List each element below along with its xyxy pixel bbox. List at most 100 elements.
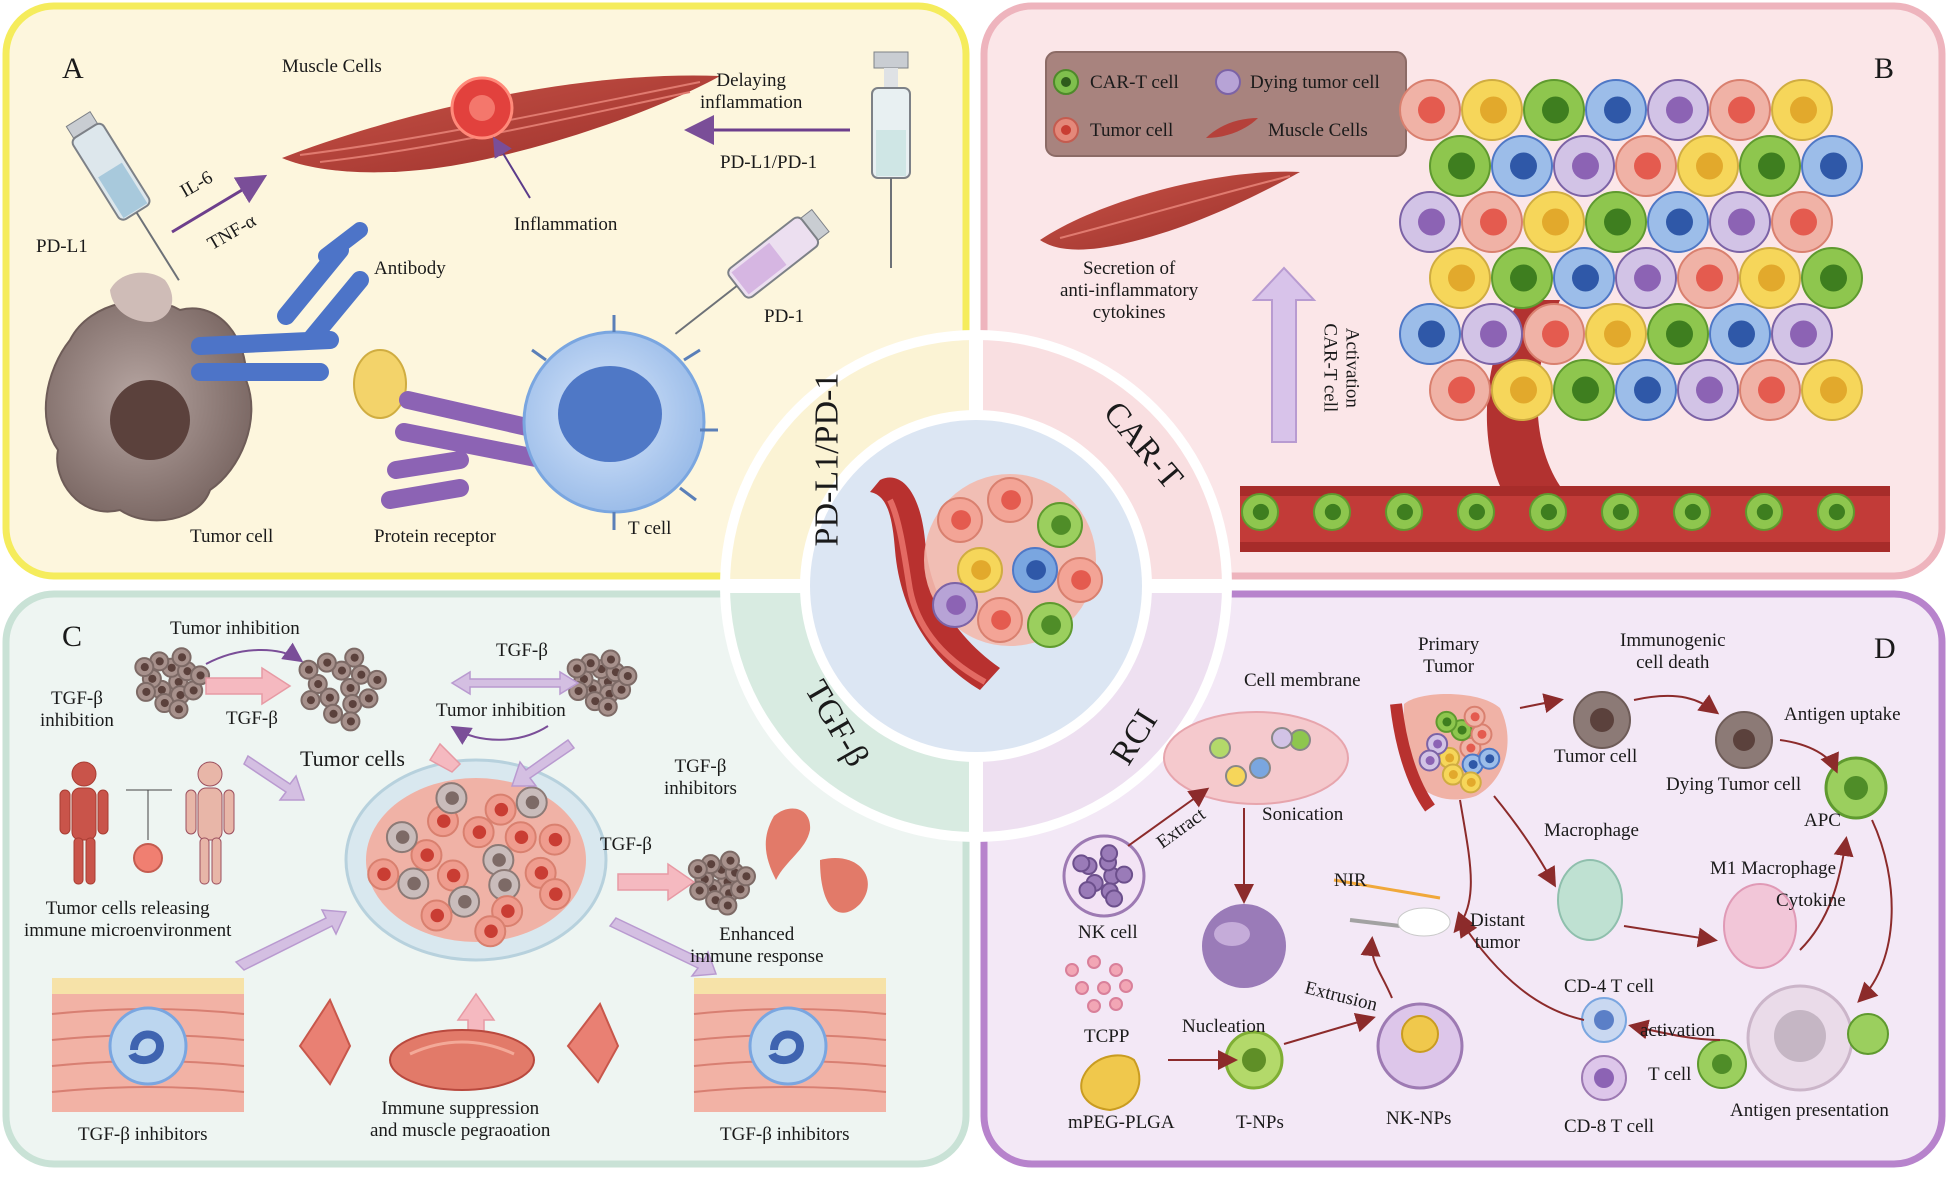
legend-car-t-label: CAR-T cell <box>1090 72 1179 93</box>
nucleus-shape <box>1457 725 1467 735</box>
legend-dying-tumor-icon <box>1215 69 1241 95</box>
panel-d-artwork <box>1062 691 1893 1112</box>
nucleus-shape <box>167 663 176 672</box>
label-tgfb-arrow: TGF-β <box>600 834 652 855</box>
center-wheel <box>720 330 1232 842</box>
label-tumor-cell-d: Tumor cell <box>1554 746 1638 767</box>
nucleus-shape <box>337 666 347 675</box>
nucleus-shape <box>501 904 515 918</box>
label-delaying-inflammation: Delaying inflammation <box>700 70 803 113</box>
nucleus-shape <box>579 675 589 684</box>
nucleus-shape <box>1572 264 1599 292</box>
nucleus-shape <box>407 876 421 891</box>
nucleus-shape <box>1790 96 1817 124</box>
nucleus-shape <box>514 830 529 844</box>
nucleus-shape <box>1572 152 1599 180</box>
nucleus-shape <box>1634 152 1661 180</box>
label-tumor-inhibition-mid: Tumor inhibition <box>436 700 566 721</box>
label-activation-d: activation <box>1640 1020 1715 1041</box>
membrane-particle-shape <box>1271 727 1293 749</box>
nucleus-shape <box>189 686 198 695</box>
nucleus-shape <box>364 694 373 703</box>
legend-dying-tumor-label: Dying tumor cell <box>1250 72 1380 93</box>
nucleus-shape <box>1612 503 1629 521</box>
nucleus-shape <box>951 510 971 530</box>
tcpp-dot-shape <box>1109 963 1123 977</box>
nucleus-shape <box>617 685 626 694</box>
nucleus-shape <box>1466 777 1476 787</box>
nucleus-shape <box>1696 152 1723 180</box>
nucleus-shape <box>548 832 563 847</box>
nucleus-shape <box>1445 753 1455 763</box>
nucleus-shape <box>1480 320 1507 348</box>
membrane-particle-shape <box>1209 737 1231 759</box>
nucleus-shape <box>694 865 703 874</box>
nucleus-shape <box>573 664 582 673</box>
nucleus-shape <box>348 699 357 709</box>
nucleus-shape <box>1696 376 1723 404</box>
nucleus-shape <box>1418 320 1445 348</box>
nucleus-shape <box>1477 729 1487 739</box>
nucleus-shape <box>196 671 205 680</box>
nucleus-shape <box>1666 208 1693 236</box>
nucleus-shape <box>1252 503 1269 521</box>
panel-c-letter: C <box>62 620 83 653</box>
nucleus-shape <box>1542 320 1569 348</box>
label-tgfb-inhibitors-bottom-right: TGF-β inhibitors <box>720 1124 850 1145</box>
label-tgfb-inhibitors-left: TGF-β inhibitors <box>78 1124 208 1145</box>
nucleus-shape <box>1728 208 1755 236</box>
label-tgfb-top-right: TGF-β <box>496 640 548 661</box>
label-t-cell-d: T cell <box>1648 1064 1692 1085</box>
nucleus-shape <box>1790 208 1817 236</box>
nucleus-shape <box>1485 754 1495 764</box>
label-tgfb-left: TGF-β <box>226 708 278 729</box>
nk-granule-shape <box>1072 854 1091 873</box>
nucleus-shape <box>395 830 410 844</box>
nucleus-shape <box>1470 712 1480 722</box>
nucleus-shape <box>1820 264 1847 292</box>
nucleus-shape <box>1468 759 1478 769</box>
label-pdl1-pd1-a: PD-L1/PD-1 <box>720 152 818 173</box>
syringe-left <box>65 111 180 281</box>
panel-a-letter: A <box>62 52 84 85</box>
nucleus-shape <box>346 683 355 693</box>
nucleus-shape <box>350 653 359 662</box>
label-tcpp: TCPP <box>1084 1026 1130 1047</box>
nk-granule-shape <box>1115 865 1134 884</box>
nucleus-shape <box>1604 320 1631 348</box>
nucleus-shape <box>1820 152 1847 180</box>
label-cell-membrane: Cell membrane <box>1244 670 1361 691</box>
tcpp-dot-shape <box>1087 955 1101 969</box>
nucleus-shape <box>177 653 187 662</box>
nucleus-shape <box>1510 264 1537 292</box>
nucleus-shape <box>484 924 498 939</box>
panel-b-letter: B <box>1874 52 1895 85</box>
nucleus-shape <box>1542 208 1569 236</box>
membrane-particle-shape <box>1225 765 1247 787</box>
nucleus-shape <box>314 680 323 689</box>
nucleus-shape <box>1480 208 1507 236</box>
nucleus-shape <box>325 693 334 702</box>
label-antibody: Antibody <box>374 258 446 279</box>
nucleus-shape <box>723 901 732 910</box>
nucleus-shape <box>176 691 185 700</box>
nucleus-shape <box>1540 503 1557 521</box>
nucleus-shape <box>597 665 606 674</box>
nucleus-shape <box>1666 96 1693 124</box>
label-immunogenic: Immunogenic cell death <box>1620 630 1726 673</box>
nk-granule-shape <box>1105 889 1124 908</box>
label-tumor-cell-a: Tumor cell <box>190 526 274 547</box>
nucleus-shape <box>445 791 459 805</box>
legend-muscle-icon <box>1206 118 1258 138</box>
label-tgfb-inhibitors-right: TGF-β inhibitors <box>664 756 737 799</box>
nucleus-shape <box>1001 490 1021 510</box>
nucleus-shape <box>1433 739 1443 749</box>
label-immune-suppression: Immune suppression and muscle pegraoatio… <box>370 1098 551 1141</box>
nucleus-shape <box>586 659 595 668</box>
membrane-particle-shape <box>1289 729 1311 751</box>
nucleus-shape <box>140 663 149 672</box>
nucleus-shape <box>606 655 616 664</box>
syringe-pd1 <box>674 208 830 335</box>
